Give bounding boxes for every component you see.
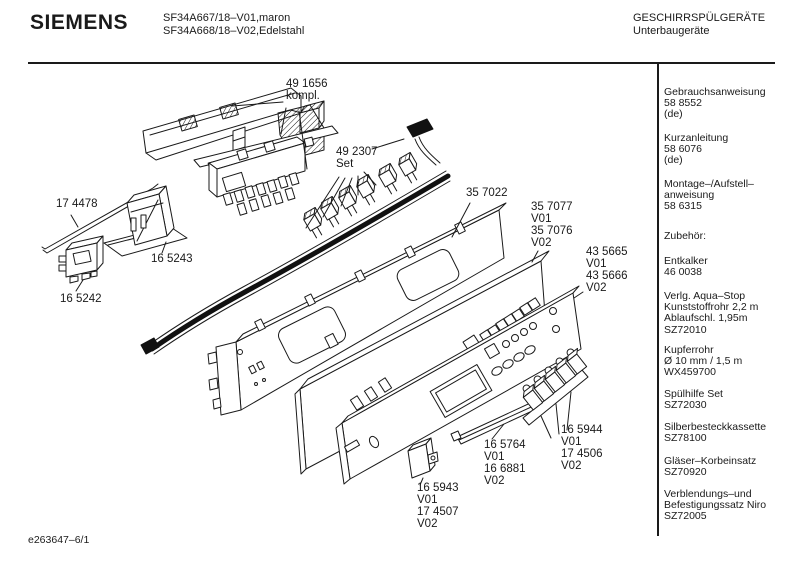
document-number: e263647–6/1 xyxy=(28,534,90,546)
sidebar-block-silberbesteck: Silberbesteckkassette SZ78100 xyxy=(664,421,767,445)
subcategory-title: Unterbaugeräte xyxy=(633,24,710,37)
leader-49-1656 xyxy=(231,101,308,170)
sidebar-block-verblendung: Verblendungs–und Befestigungssatz Niro S… xyxy=(664,488,767,523)
sidebar-block-kurzanleitung: Kurzanleitung 58 6076 (de) xyxy=(664,132,729,167)
model-line-1: SF34A667/18–V01,maron xyxy=(163,12,291,24)
part-label-35-7077: 35 7077 V01 35 7076 V02 xyxy=(531,201,573,249)
sidebar-divider xyxy=(657,63,659,536)
sidebar-block-montageanweisung: Montage–/Aufstell– anweisung 58 6315 xyxy=(664,178,754,213)
part-16-5243-drawing xyxy=(103,185,188,257)
part-label-16-5943: 16 5943 V01 17 4507 V02 xyxy=(417,482,459,530)
control-module-drawing xyxy=(208,136,306,216)
part-label-16-5764: 16 5764 V01 16 6881 V02 xyxy=(484,439,526,487)
part-43-5665-drawing xyxy=(335,285,584,485)
header-rule xyxy=(28,62,775,64)
part-35-7022-drawing xyxy=(207,202,507,416)
part-16-5943-drawing xyxy=(407,437,439,486)
part-label-16-5242: 16 5242 xyxy=(60,293,102,305)
leader-49-2307 xyxy=(305,138,405,229)
sidebar-block-gebrauchsanweisung: Gebrauchsanweisung 58 8552 (de) xyxy=(664,86,766,121)
category-title: GESCHIRRSPÜLGERÄTE xyxy=(633,12,766,24)
part-label-49-2307: 49 2307 Set xyxy=(336,146,378,170)
part-17-4478-drawing xyxy=(41,183,159,254)
part-label-35-7022: 35 7022 xyxy=(466,187,508,199)
siemens-logo: SIEMENS xyxy=(30,11,129,34)
sidebar-block-aquastop: Verlg. Aqua–Stop Kunststoffrohr 2,2 m Ab… xyxy=(664,290,759,336)
part-label-16-5243: 16 5243 xyxy=(151,253,193,265)
part-16-5944-drawing xyxy=(522,347,589,439)
part-label-17-4478: 17 4478 xyxy=(56,198,98,210)
part-label-49-1656: 49 1656 kompl. xyxy=(286,78,328,102)
sidebar-block-spuelhilfe: Spülhilfe Set SZ72030 xyxy=(664,388,723,412)
sidebar-block-entkalker: Entkalker 46 0038 xyxy=(664,255,708,279)
part-label-43-5665: 43 5665 V01 43 5666 V02 xyxy=(586,246,628,294)
cable-harness-drawing xyxy=(140,118,451,355)
part-16-5242-drawing xyxy=(58,235,104,292)
model-line-2: SF34A668/18–V02,Edelstahl xyxy=(163,24,305,37)
sidebar-block-glaeserkorb: Gläser–Korbeinsatz SZ70920 xyxy=(664,455,757,479)
sidebar-heading-zubehoer: Zubehör: xyxy=(664,230,707,242)
sidebar-block-kupferrohr: Kupferrohr Ø 10 mm / 1,5 m WX459700 xyxy=(664,344,743,379)
harness-connectors-drawing xyxy=(303,151,418,239)
part-label-16-5944: 16 5944 V01 17 4506 V02 xyxy=(561,424,603,472)
